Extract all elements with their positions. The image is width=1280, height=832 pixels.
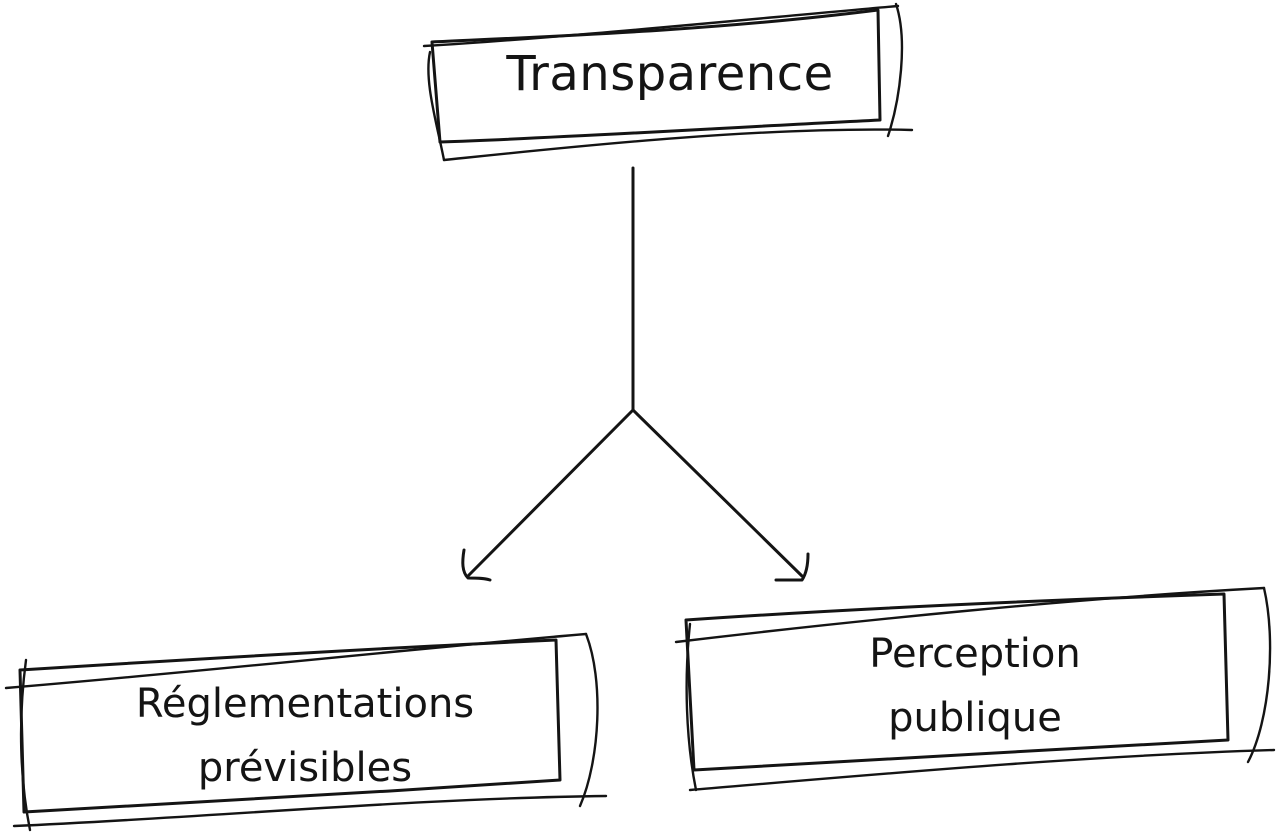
box-transparence [422,2,914,162]
node-perception-line1: Perception [869,631,1081,677]
node-transparence-label: Transparence [506,46,834,102]
arrowhead-left-icon [461,548,492,582]
connector-right-branch [631,408,804,578]
box-reglementations [4,632,608,832]
node-reglementations-line1: Réglementations [135,681,475,727]
node-reglementations-line2: prévisibles [197,745,413,791]
node-transparence: Transparence [440,44,900,104]
connector-branches [466,166,804,578]
arrowhead-right-icon [774,552,810,582]
node-reglementations-previsibles: Réglementations prévisibles [70,672,540,800]
node-perception-line2: publique [888,695,1062,741]
box-perception [674,586,1276,792]
connector-left-branch [466,408,635,578]
node-perception-publique: Perception publique [740,622,1210,750]
